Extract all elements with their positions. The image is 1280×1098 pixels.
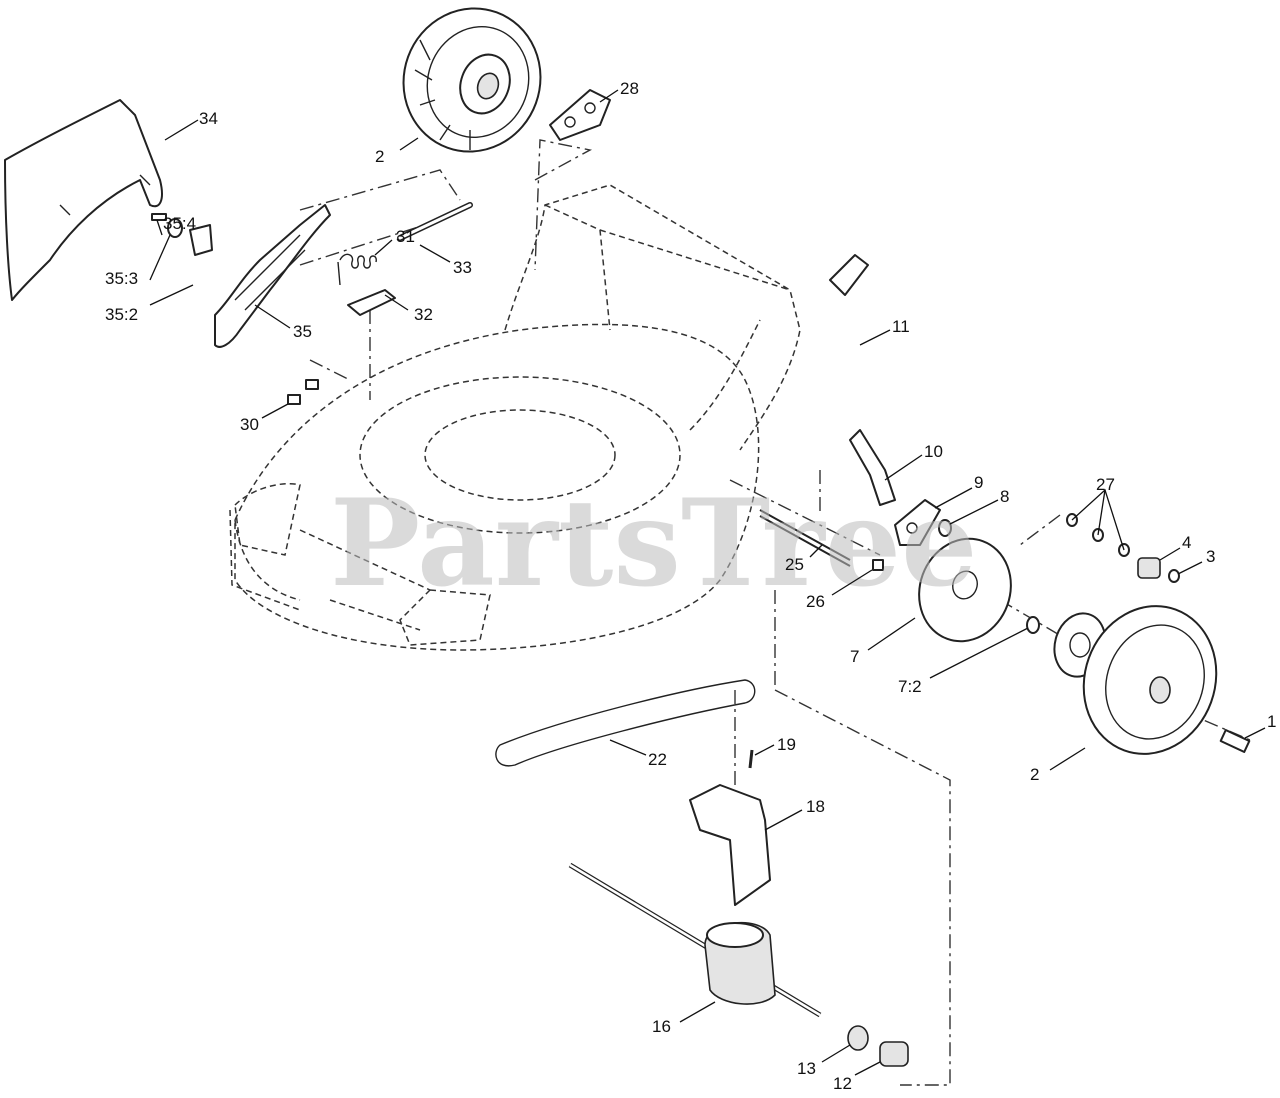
callout-32: 32	[414, 305, 433, 324]
callout-2-top: 2	[375, 147, 384, 166]
bail-handle-35	[214, 204, 331, 348]
wheel-cover-7	[918, 537, 1012, 643]
wheel-right	[1082, 605, 1218, 755]
callout-4: 4	[1182, 533, 1191, 552]
plate-9	[894, 499, 941, 546]
callout-13: 13	[797, 1059, 816, 1078]
bolt-1	[1219, 729, 1251, 753]
height-lever-11	[829, 254, 869, 296]
rear-wheel-top	[402, 7, 542, 153]
rear-hinge	[234, 483, 491, 646]
bracket-32	[347, 289, 396, 316]
callout-12: 12	[833, 1074, 852, 1093]
rod-33	[397, 202, 473, 241]
callout-31: 31	[396, 227, 415, 246]
callout-35: 35	[293, 322, 312, 341]
callout-1: 1	[1267, 712, 1276, 731]
washer-7-2	[1026, 616, 1040, 634]
callout-34: 34	[199, 109, 218, 128]
callout-9: 9	[974, 473, 983, 492]
callout-35-3: 35:3	[105, 269, 138, 288]
screw-19	[748, 749, 754, 769]
callout-26: 26	[806, 592, 825, 611]
transmission-16	[568, 862, 822, 1018]
bolts-30	[287, 379, 319, 405]
washer-8	[938, 519, 952, 537]
callout-labels: 1 2 2 3 4 7 7:2 8 9 10 11 12 13 16 18 19…	[105, 79, 1276, 1093]
callout-11: 11	[892, 317, 910, 336]
bracket-18	[689, 784, 771, 906]
callout-22: 22	[648, 750, 667, 769]
callout-8: 8	[1000, 487, 1009, 506]
bushing-13	[847, 1025, 869, 1051]
screw-26	[872, 559, 884, 571]
watermark: PartsTree	[330, 473, 977, 614]
callout-30: 30	[240, 415, 259, 434]
callout-7-2: 7:2	[898, 677, 922, 696]
callout-35-4: 35:4	[163, 214, 196, 233]
washer-35-3	[167, 218, 183, 238]
spring-31	[337, 253, 377, 286]
callout-25: 25	[785, 555, 804, 574]
callout-3: 3	[1206, 547, 1215, 566]
callout-33: 33	[453, 258, 472, 277]
callout-19: 19	[777, 735, 796, 754]
lever-bracket-10	[849, 429, 896, 506]
callout-35-2: 35:2	[105, 305, 138, 324]
callout-16: 16	[652, 1017, 671, 1036]
mower-deck	[229, 323, 760, 651]
screw-35-4	[151, 213, 167, 221]
leader-lines	[149, 89, 1266, 1076]
rear-shield-34	[4, 99, 163, 301]
belt-22	[495, 679, 756, 767]
callout-10: 10	[924, 442, 943, 461]
ring-3	[1168, 569, 1180, 583]
callout-18: 18	[806, 797, 825, 816]
axle-25	[759, 509, 851, 567]
bracket-28	[549, 89, 611, 141]
handle-frame	[504, 184, 801, 451]
callout-27: 27	[1096, 475, 1115, 494]
callout-2-bottom: 2	[1030, 765, 1039, 784]
pulley-12	[879, 1041, 909, 1067]
callout-7: 7	[850, 647, 859, 666]
clip-35-2	[189, 224, 213, 256]
callout-28: 28	[620, 79, 639, 98]
bushing-4	[1137, 557, 1161, 579]
